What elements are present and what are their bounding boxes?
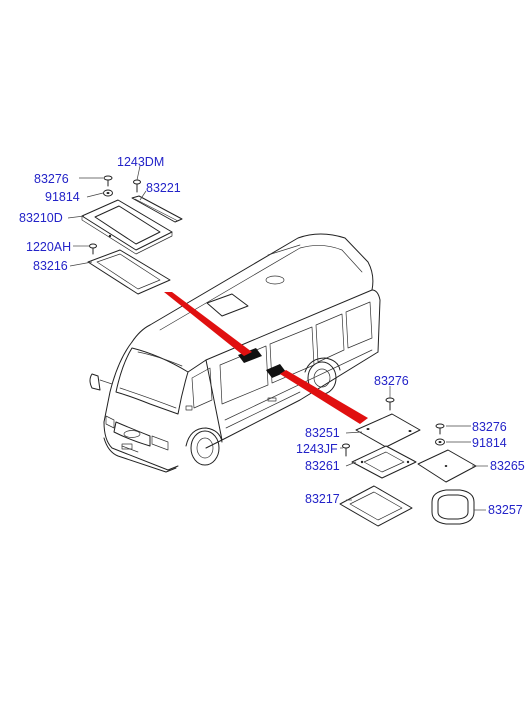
floor-hatch-parts	[339, 397, 477, 527]
screw-83276-top	[103, 175, 113, 187]
location-pointers	[164, 292, 368, 424]
label-83276-top: 83276	[34, 172, 69, 186]
gasket-83216	[87, 249, 171, 295]
screw-83276-mid	[385, 397, 395, 411]
label-1220AH: 1220AH	[26, 240, 71, 254]
plate-83265	[417, 449, 477, 483]
frame-83261	[351, 445, 417, 479]
label-83221: 83221	[146, 181, 181, 195]
label-83261: 83261	[305, 459, 340, 473]
part-labels: 83276 1243DM 91814 83221 83210D 1220AH 8…	[19, 155, 525, 517]
label-83276-mid: 83276	[374, 374, 409, 388]
screw-1243DM	[133, 179, 141, 193]
screw-1243JF	[342, 443, 350, 457]
roof-hatch-pointer	[164, 292, 252, 356]
label-91814-right: 91814	[472, 436, 507, 450]
cover-83251	[355, 413, 421, 448]
gasket-83217	[339, 485, 413, 527]
leader-lines	[67, 165, 488, 511]
label-83276-right: 83276	[472, 420, 507, 434]
strip-83221	[131, 195, 183, 223]
screw-1220AH	[89, 243, 97, 255]
label-1243JF: 1243JF	[296, 442, 338, 456]
label-83217: 83217	[305, 492, 340, 506]
label-83257: 83257	[488, 503, 523, 517]
label-83265: 83265	[490, 459, 525, 473]
screw-83276-right	[435, 423, 445, 435]
label-83210D: 83210D	[19, 211, 63, 225]
label-83216: 83216	[33, 259, 68, 273]
roof-hatch-parts	[81, 175, 183, 295]
floor-hatch-pointer	[280, 370, 368, 424]
seal-ring-83257	[431, 489, 475, 525]
label-1243DM: 1243DM	[117, 155, 164, 169]
frame-83210D	[81, 199, 173, 255]
label-91814-top: 91814	[45, 190, 80, 204]
label-83251: 83251	[305, 426, 340, 440]
washer-91814-right	[435, 438, 445, 446]
washer-91814-top	[103, 189, 113, 197]
